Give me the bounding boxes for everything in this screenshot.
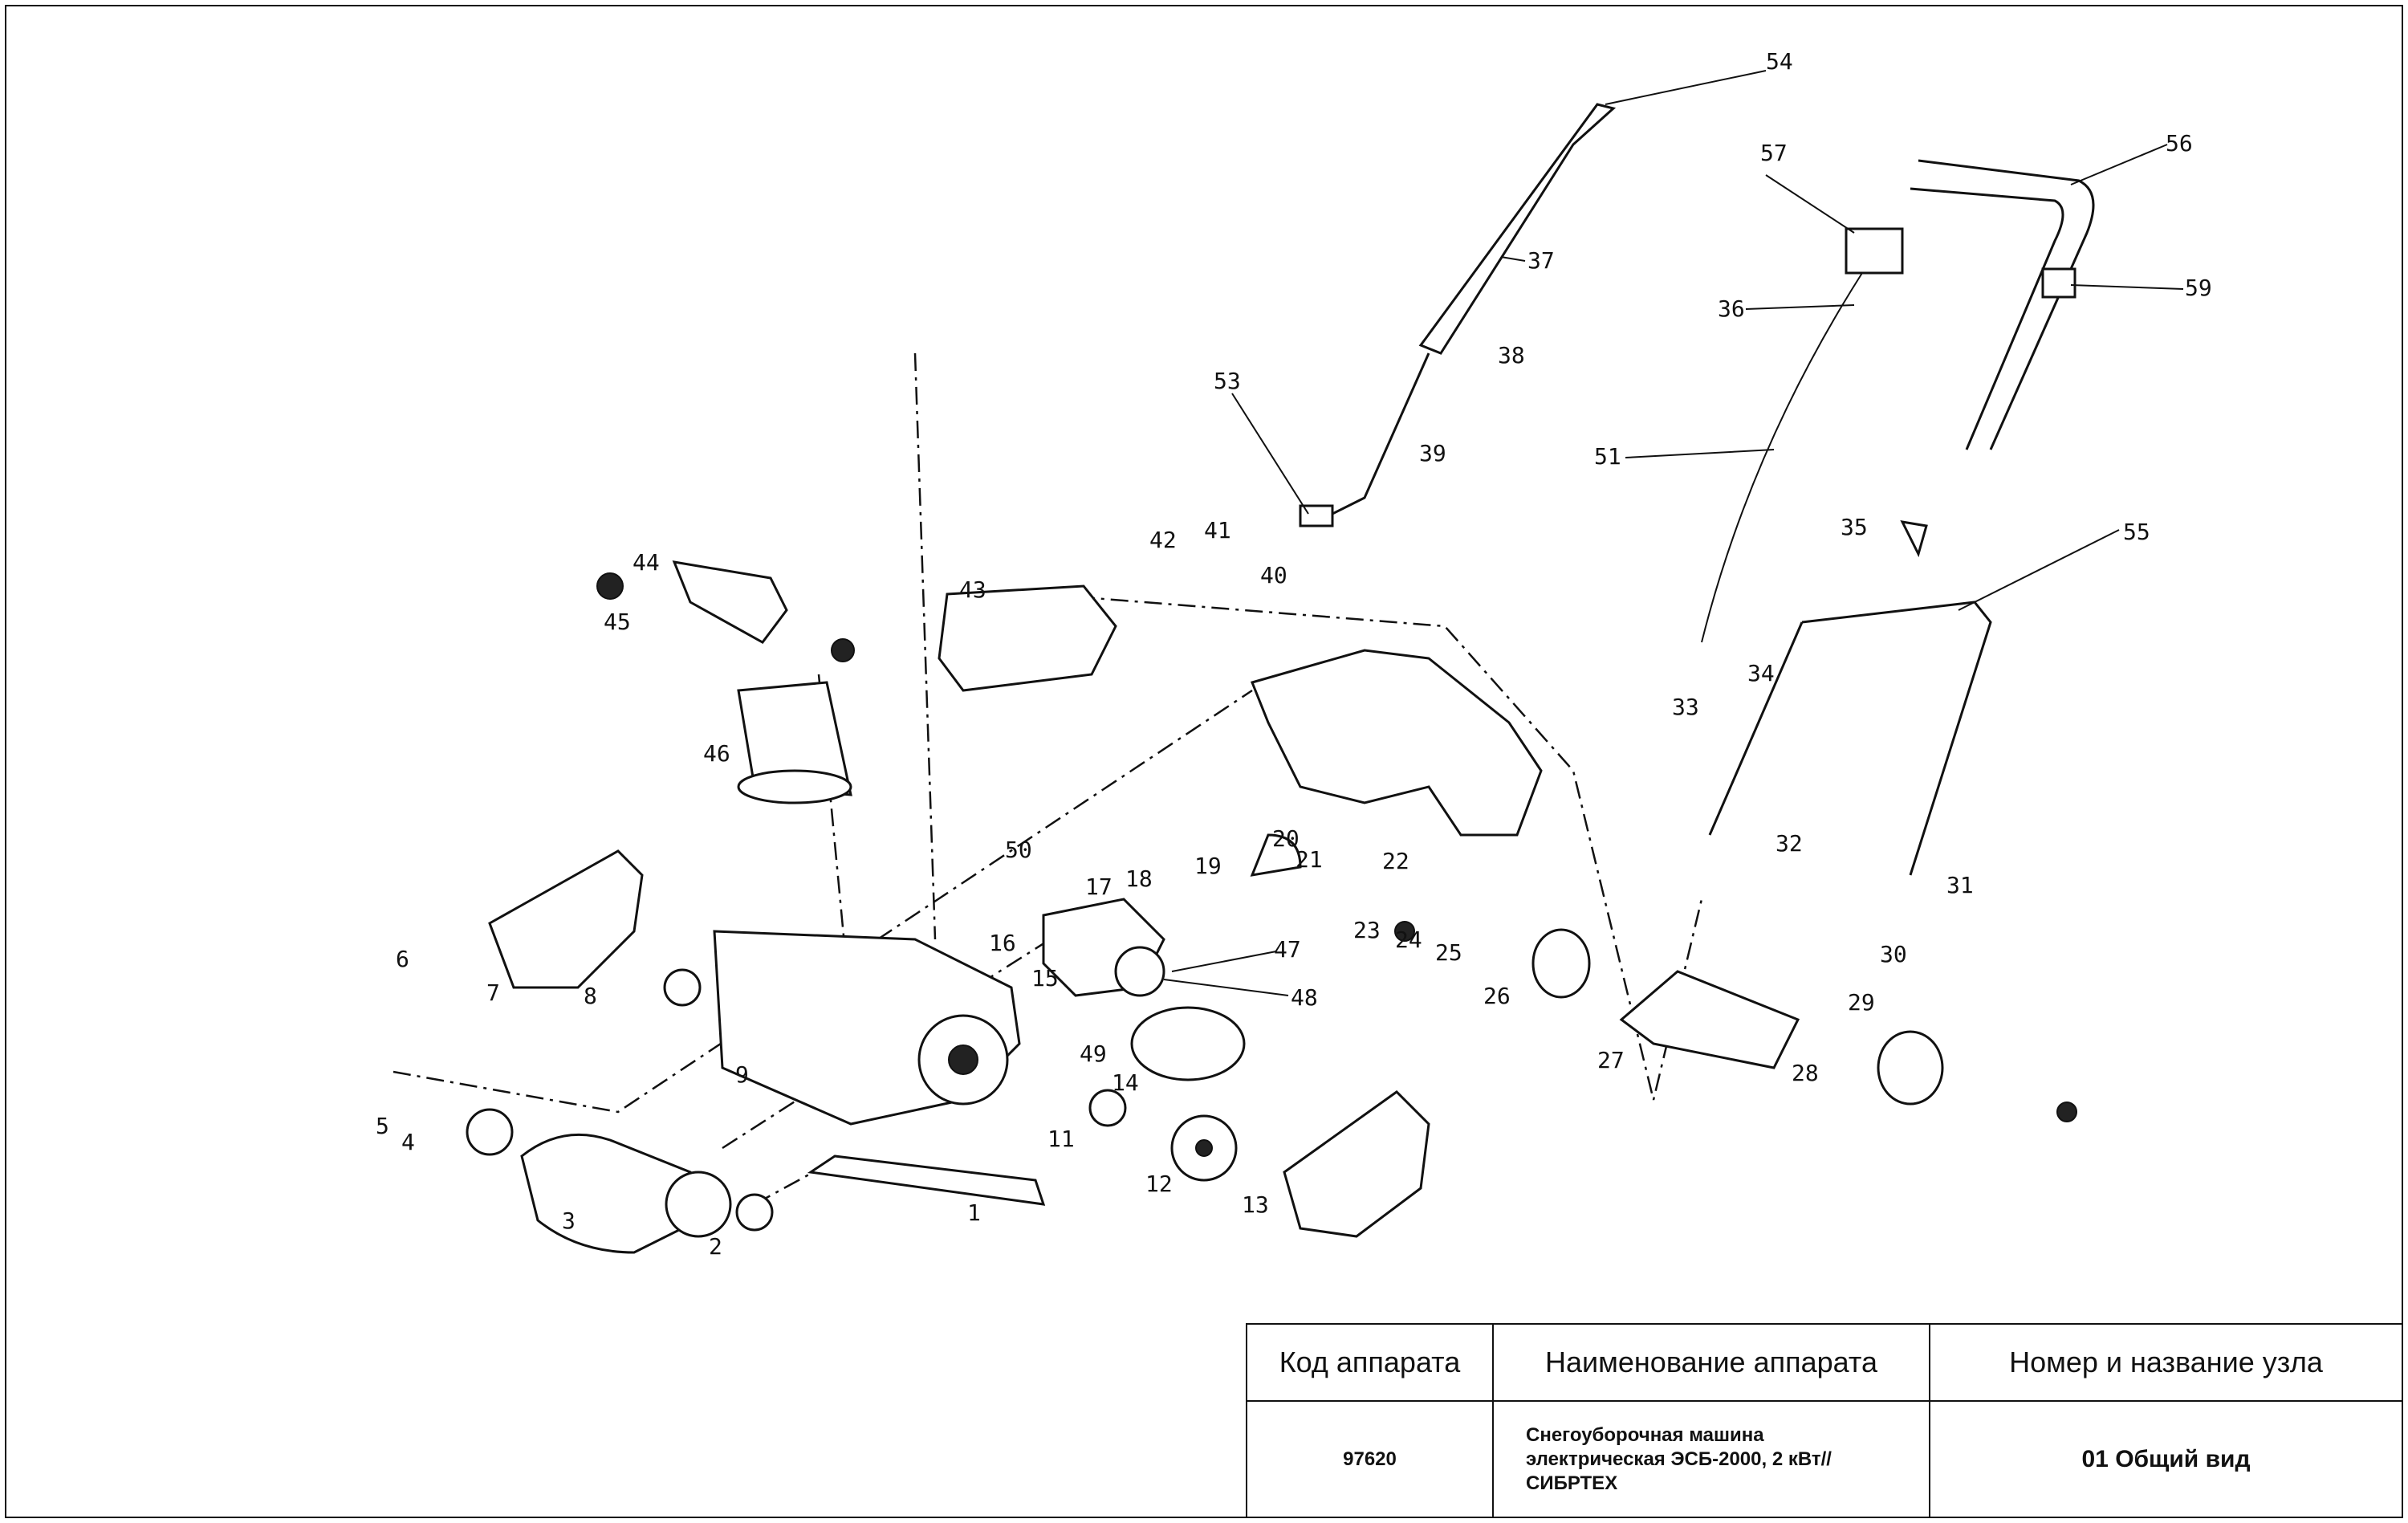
part-label-23: 23 xyxy=(1353,917,1381,943)
part-label-24: 24 xyxy=(1395,926,1422,953)
value-name-line2: электрическая ЭСБ-2000, 2 кВт// xyxy=(1526,1448,1832,1470)
part-label-33: 33 xyxy=(1672,694,1699,720)
part-label-12: 12 xyxy=(1145,1171,1173,1197)
part-labels: 1 2 3 4 5 6 7 8 9 11 12 13 14 15 16 17 1… xyxy=(376,48,2212,1260)
part-label-11: 11 xyxy=(1047,1126,1075,1152)
part-label-46: 46 xyxy=(703,740,730,767)
part-label-36: 36 xyxy=(1718,295,1745,322)
value-name-line1: Снегоуборочная машина xyxy=(1526,1423,1764,1446)
part-label-15: 15 xyxy=(1031,965,1059,992)
value-name: Снегоуборочная машина электрическая ЭСБ-… xyxy=(1492,1400,1930,1518)
cable-clip-part xyxy=(2041,267,2076,299)
part-label-6: 6 xyxy=(396,946,409,972)
part-label-56: 56 xyxy=(2166,130,2193,157)
cable-hook-part xyxy=(1900,520,1928,558)
header-code: Код аппарата xyxy=(1246,1323,1494,1402)
part-label-30: 30 xyxy=(1880,941,1907,967)
part-label-18: 18 xyxy=(1125,865,1153,892)
value-name-line3: СИБРТЕХ xyxy=(1526,1472,1618,1494)
part-label-9: 9 xyxy=(735,1061,749,1088)
side-covers xyxy=(488,849,1430,1238)
part-label-32: 32 xyxy=(1775,830,1803,857)
part-label-22: 22 xyxy=(1382,848,1409,874)
part-label-50: 50 xyxy=(1005,837,1032,863)
part-label-21: 21 xyxy=(1296,846,1323,873)
part-label-42: 42 xyxy=(1149,527,1177,553)
part-label-51: 51 xyxy=(1594,443,1621,470)
part-label-44: 44 xyxy=(633,549,660,576)
part-label-5: 5 xyxy=(376,1113,389,1139)
part-label-43: 43 xyxy=(959,576,986,603)
switch-box-part xyxy=(1845,227,1904,275)
part-label-26: 26 xyxy=(1483,983,1511,1009)
part-label-55: 55 xyxy=(2123,519,2150,545)
chute-rod-assembly xyxy=(1299,103,1617,527)
part-label-48: 48 xyxy=(1291,984,1318,1011)
part-label-8: 8 xyxy=(584,983,597,1009)
main-housing xyxy=(713,584,1543,1126)
leader-lines xyxy=(1163,70,2184,996)
part-label-13: 13 xyxy=(1242,1191,1269,1218)
part-label-47: 47 xyxy=(1274,936,1301,963)
part-label-4: 4 xyxy=(401,1129,415,1155)
part-label-28: 28 xyxy=(1792,1060,1819,1086)
motor-and-auger xyxy=(466,833,1302,1254)
part-label-53: 53 xyxy=(1214,368,1241,394)
part-label-35: 35 xyxy=(1841,514,1868,540)
part-label-59: 59 xyxy=(2185,275,2212,301)
part-label-54: 54 xyxy=(1766,48,1793,75)
value-node: 01 Общий вид xyxy=(1929,1400,2403,1518)
part-label-16: 16 xyxy=(989,930,1016,956)
handle-assembly xyxy=(1701,159,2095,876)
part-label-27: 27 xyxy=(1597,1047,1625,1073)
part-label-7: 7 xyxy=(486,979,500,1006)
part-label-49: 49 xyxy=(1080,1040,1107,1067)
part-label-31: 31 xyxy=(1946,872,1974,898)
part-label-25: 25 xyxy=(1435,939,1462,966)
chute-parts xyxy=(596,560,855,804)
wheels-and-frame xyxy=(1170,921,2077,1182)
value-code: 97620 xyxy=(1246,1400,1494,1518)
part-label-38: 38 xyxy=(1498,342,1525,369)
part-label-20: 20 xyxy=(1272,825,1300,852)
part-label-17: 17 xyxy=(1085,873,1112,900)
part-label-45: 45 xyxy=(604,609,631,635)
part-label-39: 39 xyxy=(1419,440,1446,466)
part-label-34: 34 xyxy=(1747,660,1775,686)
part-label-57: 57 xyxy=(1760,140,1788,166)
header-node: Номер и название узла xyxy=(1929,1323,2403,1402)
sheet-frame xyxy=(5,5,2403,1518)
part-label-1: 1 xyxy=(967,1199,981,1226)
part-label-41: 41 xyxy=(1204,517,1231,544)
part-label-40: 40 xyxy=(1260,562,1287,588)
part-label-14: 14 xyxy=(1112,1069,1139,1096)
header-name: Наименование аппарата xyxy=(1492,1323,1930,1402)
part-label-3: 3 xyxy=(562,1207,576,1234)
title-block: Код аппарата Наименование аппарата Номер… xyxy=(1246,1323,2403,1518)
part-label-2: 2 xyxy=(709,1233,722,1260)
part-label-29: 29 xyxy=(1848,989,1875,1016)
part-label-19: 19 xyxy=(1194,853,1222,879)
part-label-37: 37 xyxy=(1527,247,1555,274)
